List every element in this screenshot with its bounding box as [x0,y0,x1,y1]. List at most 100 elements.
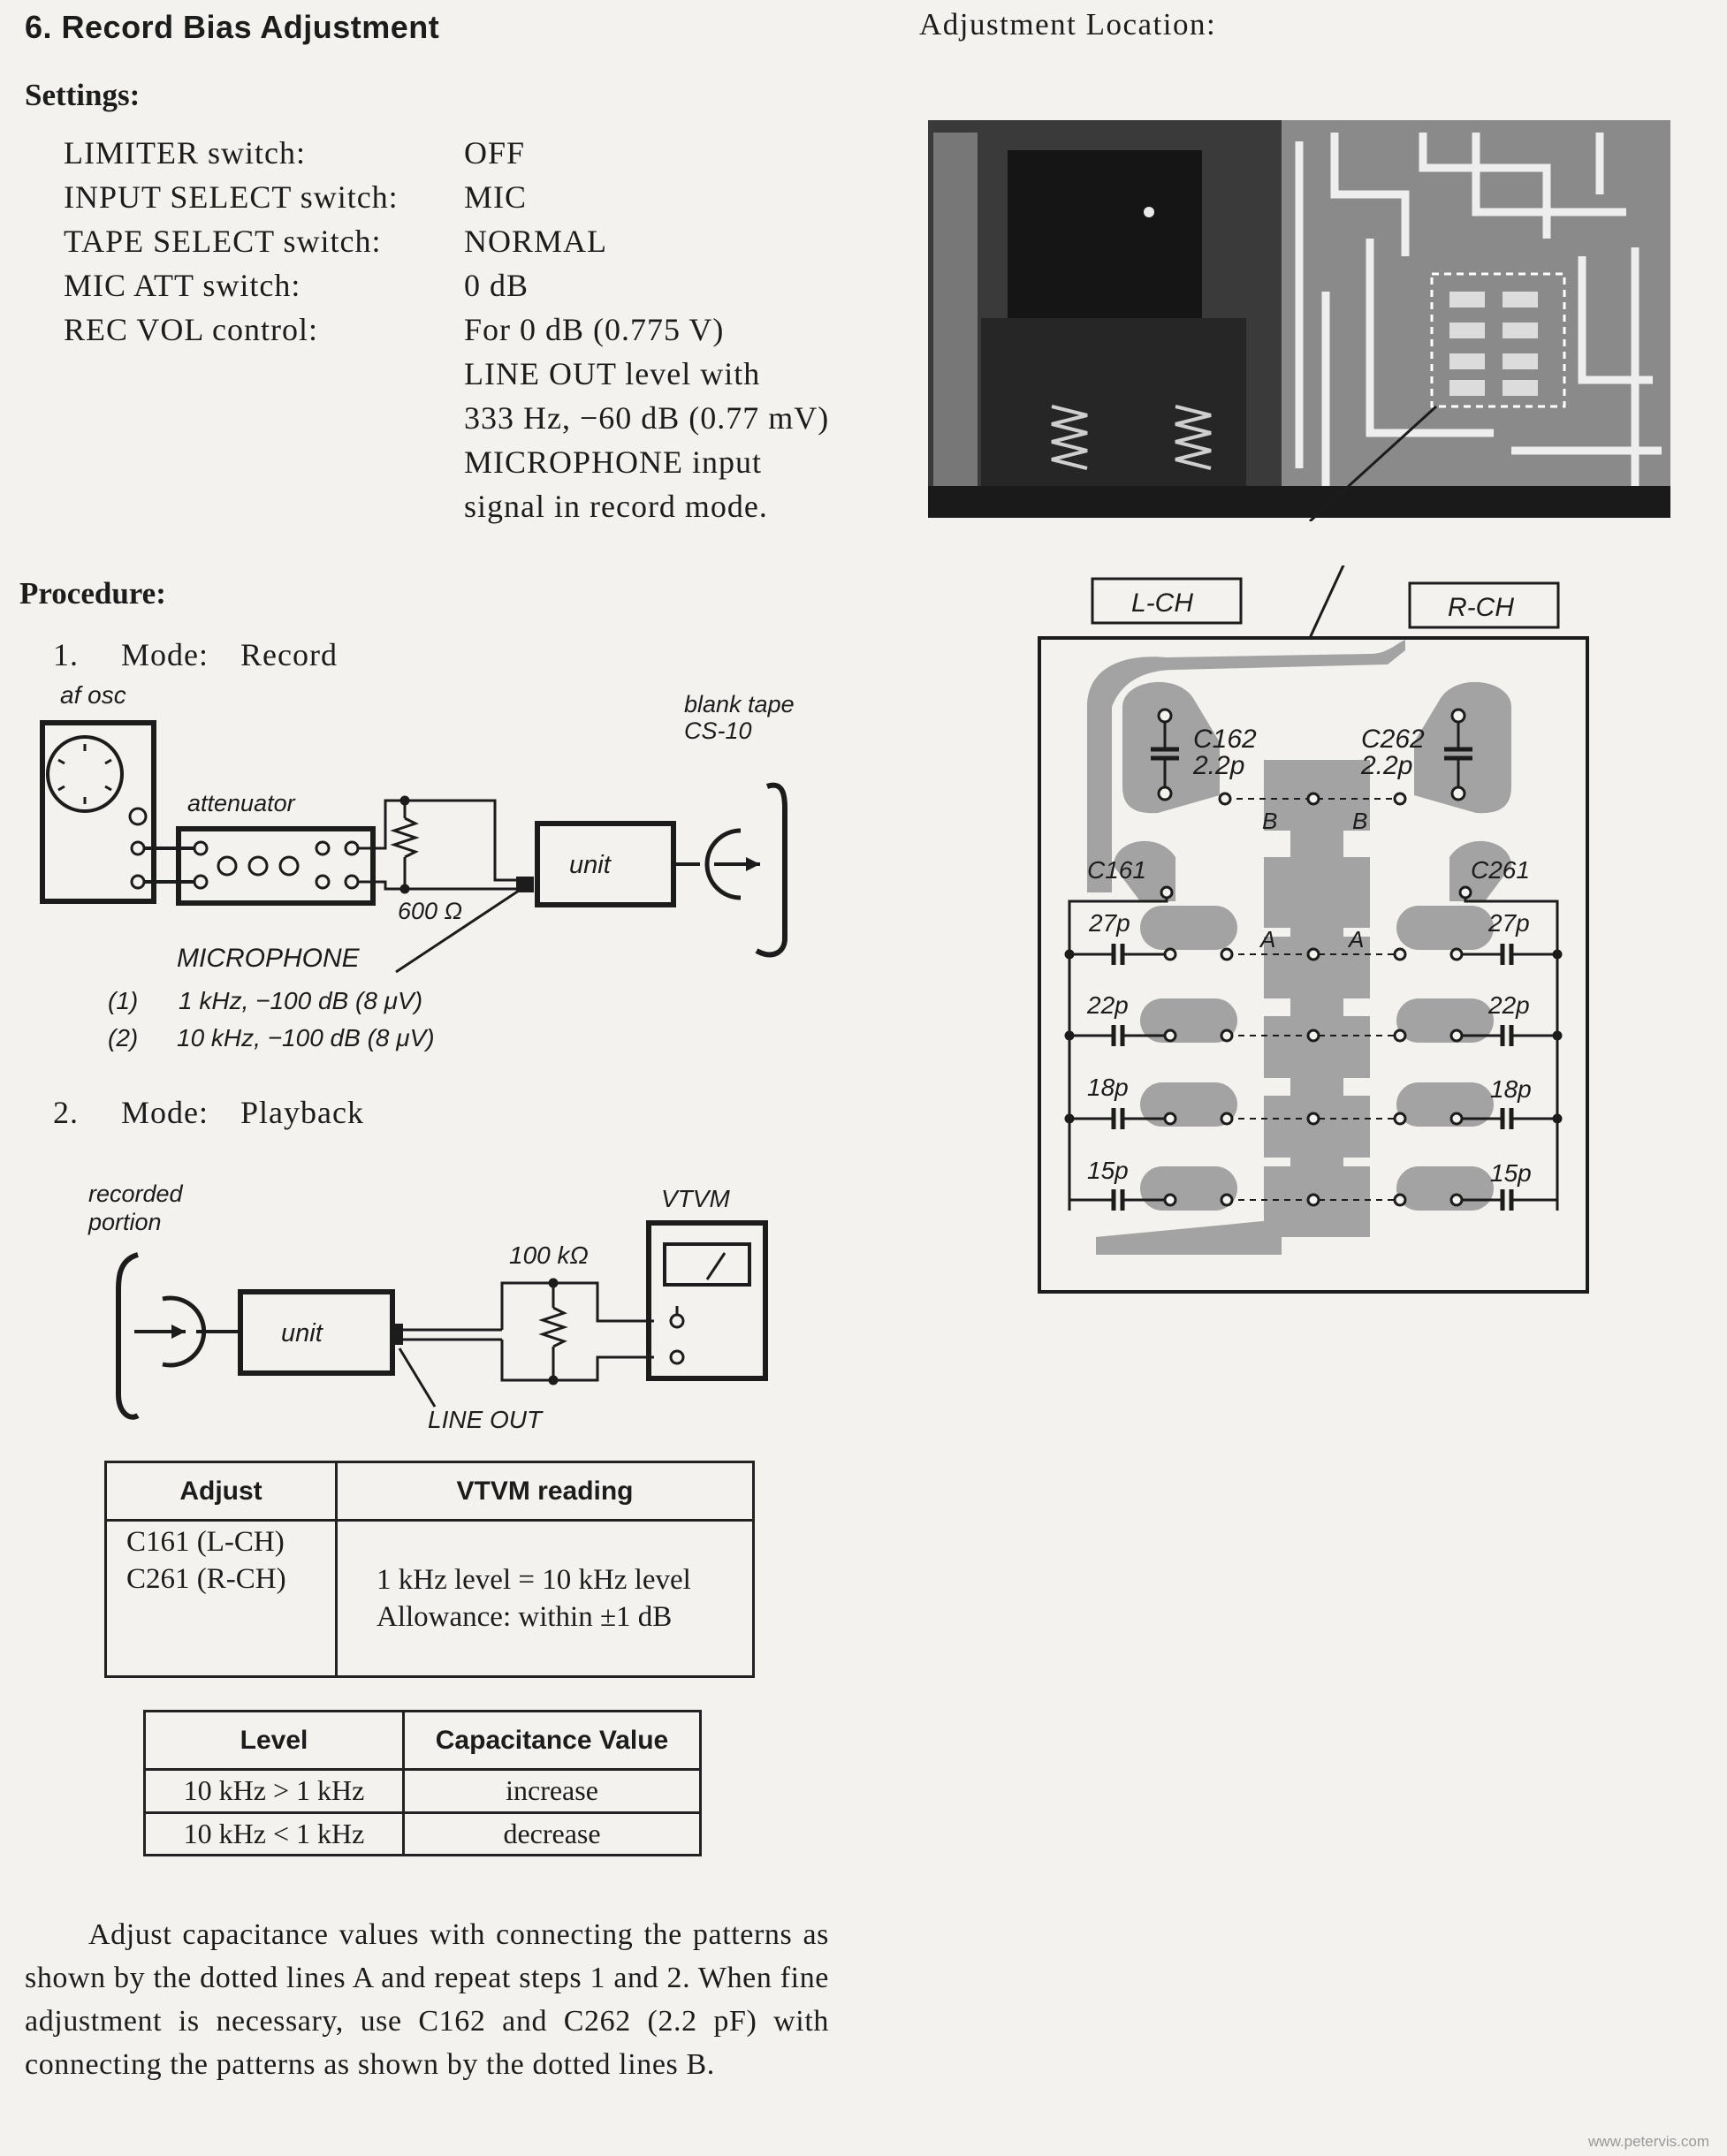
vtvm-needle [705,1252,727,1280]
resistor-600-network [358,795,521,894]
capacitance-header: Capacitance Value [402,1710,702,1771]
setting-label-input-select: INPUT SELECT switch: [64,179,399,215]
attenuator-knob [278,855,300,877]
pcb-traces [1295,133,1662,486]
level-table: Level Capacitance Value 10 kHz > 1 kHz i… [143,1710,702,1856]
closeup-leader-line [1308,566,1345,639]
label-b-right: B [1352,808,1367,834]
adjust-cell: C161 (L-CH) C261 (R-CH) [104,1519,338,1678]
closeup-frame [1038,636,1589,1294]
af-osc-box [40,720,156,904]
step2-mode-label: Mode: [121,1095,209,1130]
rch-label: R-CH [1448,593,1514,622]
label-a-right: A [1347,926,1364,953]
c261-pad [1458,885,1472,900]
rec-vol-line: LINE OUT level with [464,356,761,391]
setting-value-limiter: OFF [464,135,526,171]
recorded-portion-label: portion [87,1209,162,1235]
rec-vol-line: signal in record mode. [464,489,768,524]
instruction-text: Adjust capacitance values with connectin… [25,1918,829,2081]
lch-box [1091,577,1243,625]
resistor-100k-label: 100 kΩ [509,1241,589,1269]
rec-vol-line: For 0 dB (0.775 V) [464,312,725,347]
af-osc-terminal [130,874,146,890]
c161-label: C161 [1087,856,1146,884]
af-osc-label: af osc [60,681,126,709]
af-osc-terminal [130,840,146,856]
af-osc-dial [46,735,124,813]
section-title: 6. Record Bias Adjustment [25,9,440,45]
settings-heading: Settings: [25,78,141,112]
signal-2: 10 kHz, −100 dB (8 μV) [177,1024,435,1051]
tape-head-icon [704,828,742,900]
procedure-heading: Procedure: [19,576,166,611]
setting-label-limiter: LIMITER switch: [64,135,306,171]
recorded-tape-icon [116,1252,140,1420]
level-cell: 10 kHz > 1 kHz [143,1768,405,1814]
attenuator-label: attenuator [187,790,296,816]
cap-right-27p: 27p [1487,909,1530,937]
c162-value: 2.2p [1192,751,1244,780]
vtvm-label: VTVM [661,1185,730,1212]
line-out-label: LINE OUT [428,1406,544,1433]
attenuator-box [176,826,376,906]
setting-value-tape-select: NORMAL [464,224,608,259]
instruction-paragraph: Adjust capacitance values with connectin… [25,1913,829,2086]
setting-value-rec-vol: For 0 dB (0.775 V) LINE OUT level with 3… [464,307,829,528]
cap-left-22p: 22p [1086,991,1129,1019]
rec-vol-line: MICROPHONE input [464,444,763,480]
capacitance-cell: decrease [402,1811,702,1856]
playback-unit-label: unit [281,1319,324,1348]
blank-tape-icon [755,782,788,958]
cap-right-15p: 15p [1490,1159,1532,1187]
microphone-pointer [395,887,522,974]
dotted-lines-a [1163,947,1464,1207]
vtvm-meter [663,1242,751,1287]
blank-tape-label: CS-10 [684,717,752,744]
blank-tape-label: blank tape [684,691,795,717]
copper-patterns [1087,640,1511,1255]
setting-value-input-select: MIC [464,179,528,215]
level-cell: 10 kHz < 1 kHz [143,1811,405,1856]
record-unit-label: unit [569,851,612,879]
battery-compartment [1008,150,1202,318]
signal-2-number: (2) [108,1024,138,1051]
adjust-item: C261 (R-CH) [126,1563,286,1595]
c262-value: 2.2p [1360,751,1412,780]
cap-right-18p: 18p [1490,1075,1532,1103]
c161-pad [1160,885,1174,900]
setting-label-tape-select: TAPE SELECT switch: [64,224,382,259]
c261-label: C261 [1471,856,1530,884]
vtvm-box [646,1220,768,1381]
right-trim-caps [1458,898,1563,1211]
capacitance-cell: increase [402,1768,702,1814]
dotted-line-b [1218,792,1407,806]
pcb-photo [928,120,1670,521]
attenuator-knob [217,855,238,877]
recorded-portion-label: recorded [88,1180,184,1207]
c262-label: C262 [1361,725,1425,754]
c162-capacitor [1151,708,1179,801]
cap-left-15p: 15p [1087,1157,1129,1184]
microphone-label: MICROPHONE [177,944,361,973]
adjust-item: C161 (L-CH) [126,1526,285,1558]
step2-mode: Playback [240,1095,364,1130]
c262-capacitor [1444,708,1472,801]
cap-left-27p: 27p [1088,909,1130,937]
left-trim-caps [1064,898,1168,1211]
trimmer-pads [1449,292,1538,396]
record-diagram: af osc attenuator 600 Ω unit blank tape [40,681,795,1051]
cap-right-22p: 22p [1487,991,1530,1019]
adjust-header: Adjust [104,1461,338,1522]
af-osc-dial-ticks [57,744,112,804]
resistor-100k-network [500,1278,654,1385]
af-osc-knob [128,807,148,826]
label-b-left: B [1262,808,1277,834]
step1-number: 1. [53,637,79,672]
adjustment-location-title: Adjustment Location: [919,7,1217,42]
cap-left-18p: 18p [1087,1074,1129,1101]
level-header: Level [143,1710,405,1771]
setting-label-rec-vol: REC VOL control: [64,312,318,347]
adjust-table: Adjust VTVM reading C161 (L-CH) C261 (R-… [104,1461,755,1678]
vtvm-reading-cell: 1 kHz level = 10 kHz level Allowance: wi… [335,1519,755,1678]
